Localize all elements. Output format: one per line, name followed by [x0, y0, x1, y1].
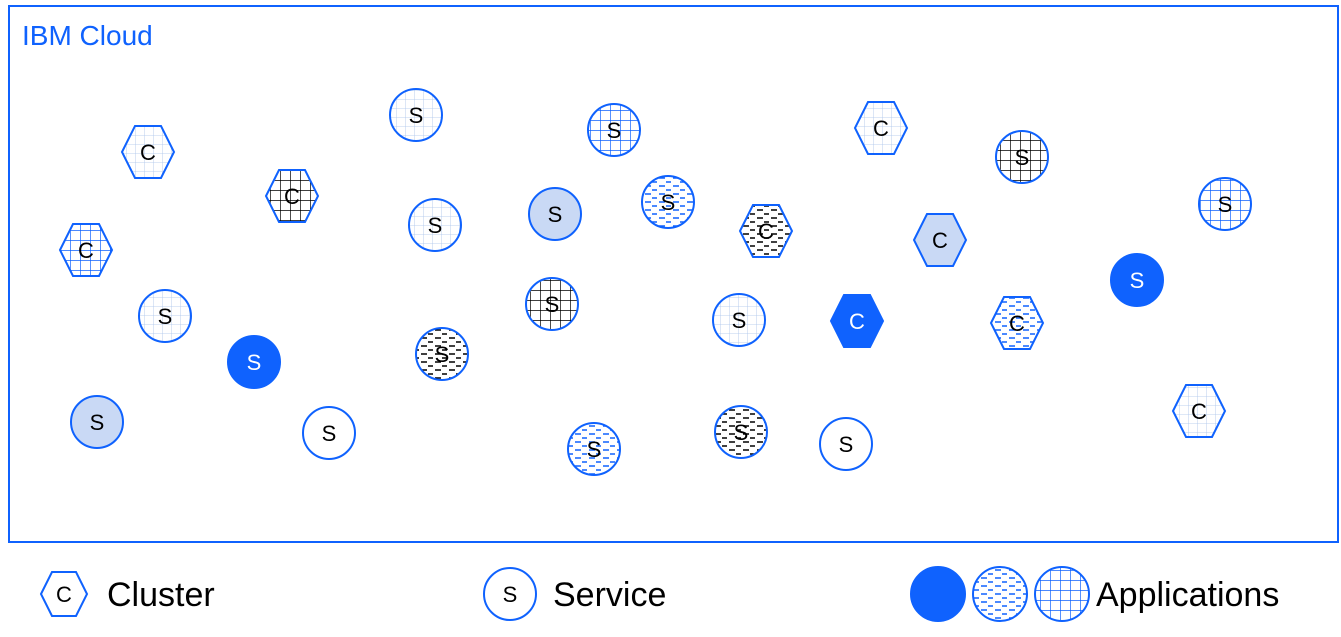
cluster-hexagon: [829, 294, 885, 348]
service-node-label: S: [548, 202, 563, 227]
service-node: S: [415, 327, 469, 381]
service-circle: [587, 103, 641, 157]
legend-app-grid-swatch: [1034, 566, 1090, 622]
service-circle: [302, 406, 356, 460]
service-circle: [415, 327, 469, 381]
cluster-hexagon: [1171, 384, 1227, 438]
service-circle: [408, 198, 462, 252]
service-node: S: [227, 335, 281, 389]
service-circle: [138, 289, 192, 343]
service-node-label: S: [1218, 192, 1233, 217]
cluster-node-label: C: [758, 219, 774, 244]
service-node-label: S: [247, 350, 262, 375]
cluster-node: C: [829, 294, 885, 348]
service-node-label: S: [158, 304, 173, 329]
service-circle: [525, 277, 579, 331]
service-node-label: S: [839, 432, 854, 457]
service-circle: [389, 88, 443, 142]
service-node: S: [408, 198, 462, 252]
cluster-node-label: C: [932, 228, 948, 253]
service-node: S: [525, 277, 579, 331]
service-node: S: [70, 395, 124, 449]
legend-service-label: Service: [553, 576, 666, 614]
cluster-hexagon: [912, 213, 968, 267]
service-node-label: S: [428, 213, 443, 238]
service-node: S: [714, 405, 768, 459]
service-circle: [714, 405, 768, 459]
legend-app-filled-swatch: [910, 566, 966, 622]
service-circle: [995, 130, 1049, 184]
service-circle: [712, 293, 766, 347]
service-circle: [819, 417, 873, 471]
cluster-node: C: [853, 101, 909, 155]
service-circle: [70, 395, 124, 449]
cluster-node-label: C: [849, 309, 865, 334]
cluster-node: C: [58, 223, 114, 277]
service-node: S: [389, 88, 443, 142]
service-circle: [1110, 253, 1164, 307]
service-node-label: S: [734, 420, 749, 445]
service-node-label: S: [545, 292, 560, 317]
service-node-label: S: [90, 410, 105, 435]
service-node: S: [528, 187, 582, 241]
cluster-node: C: [120, 125, 176, 179]
service-node-label: S: [435, 342, 450, 367]
service-circle: [641, 175, 695, 229]
service-node-label: S: [409, 103, 424, 128]
service-node: S: [1110, 253, 1164, 307]
service-node: S: [302, 406, 356, 460]
cluster-hexagon: [853, 101, 909, 155]
cluster-hexagon: [738, 204, 794, 258]
cluster-hexagon: [989, 296, 1045, 350]
legend-cluster-symbol: C: [56, 582, 72, 607]
cluster-hexagon: [58, 223, 114, 277]
service-node: S: [819, 417, 873, 471]
service-node-label: S: [1015, 145, 1030, 170]
service-node: S: [138, 289, 192, 343]
service-circle: [1198, 177, 1252, 231]
node-layer: C S S C S C S S S C C S C S S S C C S S S S S S S S C: [58, 88, 1252, 476]
service-node: S: [712, 293, 766, 347]
service-node: S: [567, 422, 621, 476]
legend-cluster-label: Cluster: [107, 576, 215, 614]
service-node-label: S: [732, 308, 747, 333]
cluster-hexagon: [264, 169, 320, 223]
cluster-node-label: C: [78, 238, 94, 263]
service-circle: [227, 335, 281, 389]
service-node-label: S: [607, 118, 622, 143]
legend-service-icon: S: [483, 567, 537, 621]
legend-app-dashed-swatch: [972, 566, 1028, 622]
cluster-node: C: [264, 169, 320, 223]
service-node: S: [995, 130, 1049, 184]
cluster-node: C: [1171, 384, 1227, 438]
service-node-label: S: [587, 437, 602, 462]
cloud-title: IBM Cloud: [22, 20, 153, 51]
service-circle: [567, 422, 621, 476]
service-node: S: [1198, 177, 1252, 231]
cluster-node-label: C: [140, 140, 156, 165]
cluster-node-label: C: [873, 116, 889, 141]
cluster-node-label: C: [1191, 399, 1207, 424]
cluster-node: C: [738, 204, 794, 258]
service-node-label: S: [1130, 268, 1145, 293]
service-node-label: S: [322, 421, 337, 446]
cluster-node: C: [989, 296, 1045, 350]
cluster-node-label: C: [1009, 311, 1025, 336]
service-node-label: S: [661, 190, 676, 215]
cluster-node: C: [912, 213, 968, 267]
cluster-node-label: C: [284, 184, 300, 209]
cluster-hexagon: [120, 125, 176, 179]
legend-cluster-icon: C: [39, 571, 89, 617]
service-circle: [528, 187, 582, 241]
service-node: S: [587, 103, 641, 157]
legend: C Cluster S Service Applications: [39, 566, 1279, 622]
legend-service-symbol: S: [503, 582, 518, 607]
cloud-boundary: [8, 5, 1339, 543]
legend-applications-label: Applications: [1096, 576, 1279, 614]
service-node: S: [641, 175, 695, 229]
